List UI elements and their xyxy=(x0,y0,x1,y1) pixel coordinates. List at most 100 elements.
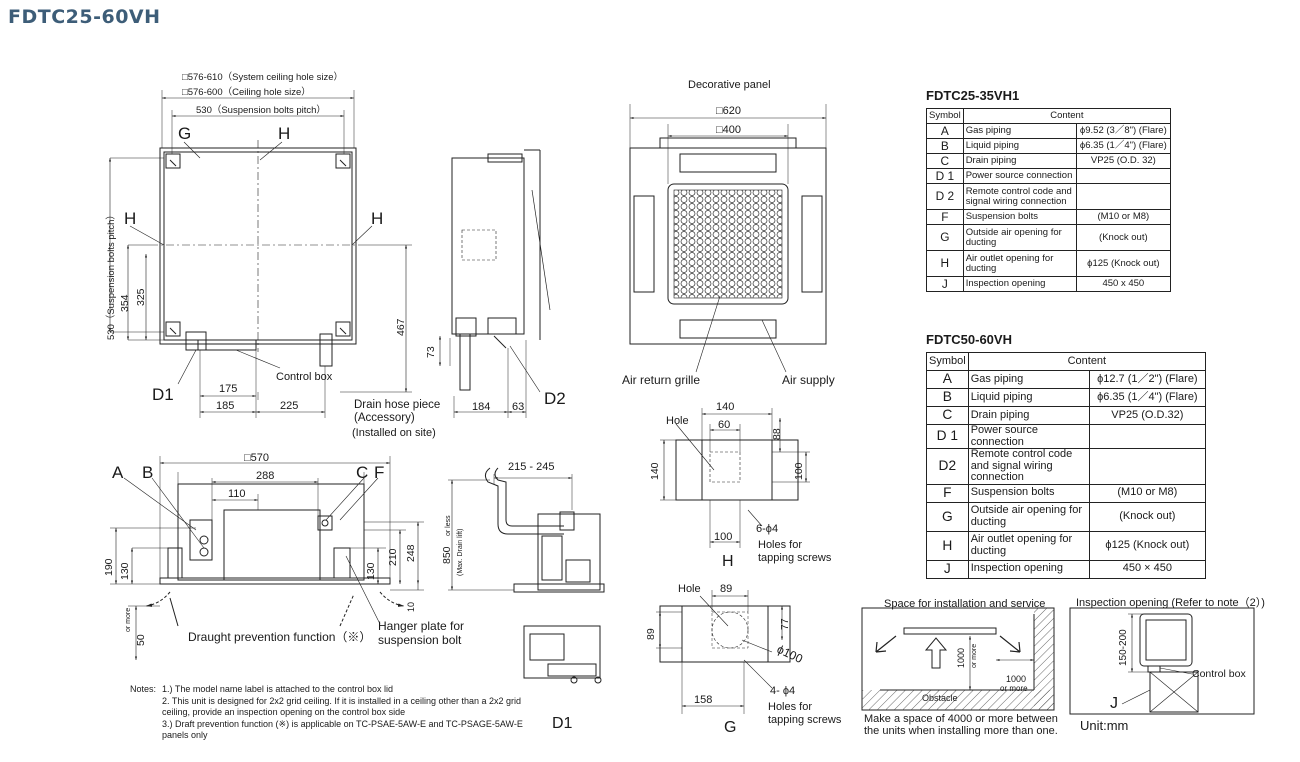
value-cell: (M10 or M8) xyxy=(1075,209,1172,225)
top-view-labels: □576-610（System ceiling hole size） □576-… xyxy=(105,71,440,439)
dim-225: 225 xyxy=(280,400,298,412)
space-diagram-labels: Space for installation and service 1000 … xyxy=(864,598,1058,737)
symbol-cell: G xyxy=(926,224,964,251)
dim-570: □570 xyxy=(244,452,269,464)
table1-title: FDTC25-35VH1 xyxy=(926,88,1020,103)
dim-73: 73 xyxy=(425,346,437,358)
value-cell: VP25 (O.D.32) xyxy=(1088,406,1207,425)
label-h-detail: H xyxy=(722,553,734,570)
front-view-labels: □570 288 110 A B C F 190 130 130 210 248… xyxy=(103,452,464,647)
dim-60: 60 xyxy=(718,419,730,431)
holes-4-phi4: 4- ϕ4 xyxy=(770,685,795,697)
name-cell: Suspension bolts xyxy=(962,209,1077,225)
value-cell xyxy=(1088,448,1207,485)
dim-576-610: □576-610（System ceiling hole size） xyxy=(182,71,343,83)
or-more-vertical: or more xyxy=(971,644,978,668)
suspension-bolt-label: suspension bolt xyxy=(378,633,462,647)
label-g-detail: G xyxy=(724,719,736,736)
label-h-left: H xyxy=(124,209,136,228)
value-cell xyxy=(1075,183,1172,210)
dim-190: 190 xyxy=(103,558,115,576)
dim-77: 77 xyxy=(779,618,791,630)
name-cell: Liquid piping xyxy=(962,138,1077,154)
name-cell: Drain piping xyxy=(962,153,1077,169)
dim-210: 210 xyxy=(387,548,399,566)
dim-63: 63 xyxy=(512,401,524,413)
symbol-cell: C xyxy=(926,153,964,169)
side-view-labels: 73 184 63 D2 xyxy=(425,346,566,413)
space-caption: Space for installation and service xyxy=(884,598,1045,610)
value-cell: ϕ12.7 (1／2") (Flare) xyxy=(1088,370,1207,389)
header-content: Content xyxy=(967,352,1207,371)
dim-530-vertical: 530（Suspension bolts pitch） xyxy=(105,210,117,340)
or-more-50: or more xyxy=(125,608,132,632)
detail-h-labels: Hole 140 60 88 140 100 100 6-ϕ4 Holes fo… xyxy=(649,401,832,570)
installed-label: (Installed on site) xyxy=(352,427,436,439)
value-cell: ϕ6.35 (1／4") (Flare) xyxy=(1088,388,1207,407)
header-symbol: Symbol xyxy=(926,108,964,124)
control-box-inspection-label: Control box xyxy=(1192,668,1246,680)
symbol-cell: D 1 xyxy=(926,168,964,184)
dim-10: 10 xyxy=(406,602,416,612)
dim-140-h: 140 xyxy=(716,401,734,413)
name-cell: Air outlet opening for ducting xyxy=(967,530,1090,561)
symbol-cell: C xyxy=(926,406,969,425)
panel-view xyxy=(629,104,827,373)
dim-89-g: 89 xyxy=(720,583,732,595)
dim-110: 110 xyxy=(228,488,246,500)
or-more-horizontal: or more xyxy=(1000,684,1028,693)
value-cell: (Knock out) xyxy=(1088,501,1207,532)
note-3: 3.) Draft prevention function (※) is app… xyxy=(162,718,523,741)
unit-label: Unit:mm xyxy=(1080,718,1128,733)
label-d2: D2 xyxy=(544,389,566,408)
panel-caption: Decorative panel xyxy=(688,79,771,91)
dim-50: 50 xyxy=(135,634,147,646)
name-cell: Remote control code and signal wiring co… xyxy=(962,183,1077,210)
value-cell: ϕ125 (Knock out) xyxy=(1088,530,1207,561)
dim-576-600: □576-600（Ceiling hole size） xyxy=(182,86,311,98)
symbol-cell: D 2 xyxy=(926,183,964,210)
symbol-cell: J xyxy=(926,276,964,292)
label-a: A xyxy=(112,463,124,482)
name-cell: Inspection opening xyxy=(967,559,1090,579)
label-j: J xyxy=(1110,695,1118,712)
dim-130-right: 130 xyxy=(365,562,377,580)
holes-6-phi4: 6-ϕ4 xyxy=(756,523,778,535)
name-cell: Outside air opening for ducting xyxy=(962,224,1077,251)
detail-g xyxy=(656,590,791,714)
accessory-label: (Accessory) xyxy=(354,412,415,424)
detail-h xyxy=(660,408,810,548)
control-box-text: Control box xyxy=(276,371,333,383)
name-cell: Air outlet opening for ducting xyxy=(962,250,1077,277)
air-supply-label: Air supply xyxy=(782,373,835,387)
tapping-screws-label-h: tapping screws xyxy=(758,552,832,564)
inspection-caption: Inspection opening (Refer to note（2）) xyxy=(1076,596,1265,609)
dim-1000-vertical: 1000 xyxy=(956,648,966,668)
dim-130: 130 xyxy=(119,562,131,580)
name-cell: Remote control code and signal wiring co… xyxy=(967,448,1090,485)
symbol-cell: H xyxy=(926,530,969,561)
name-cell: Outside air opening for ducting xyxy=(967,501,1090,532)
tapping-holes-label-g: Holes for xyxy=(768,701,812,713)
dim-325: 325 xyxy=(135,288,147,306)
value-cell: ϕ125 (Knock out) xyxy=(1075,250,1172,277)
dim-288: 288 xyxy=(256,470,274,482)
dim-248: 248 xyxy=(405,544,417,562)
symbol-cell: H xyxy=(926,250,964,277)
symbol-cell: D2 xyxy=(926,448,969,485)
table-header-row: Symbol Content xyxy=(926,108,1172,124)
dim-89-vertical: 89 xyxy=(645,628,657,640)
inspection-diagram xyxy=(1069,607,1255,715)
drain-view-labels: 215 - 245 850 or less (Max. Drain lift) … xyxy=(441,461,573,732)
label-b: B xyxy=(142,463,153,482)
